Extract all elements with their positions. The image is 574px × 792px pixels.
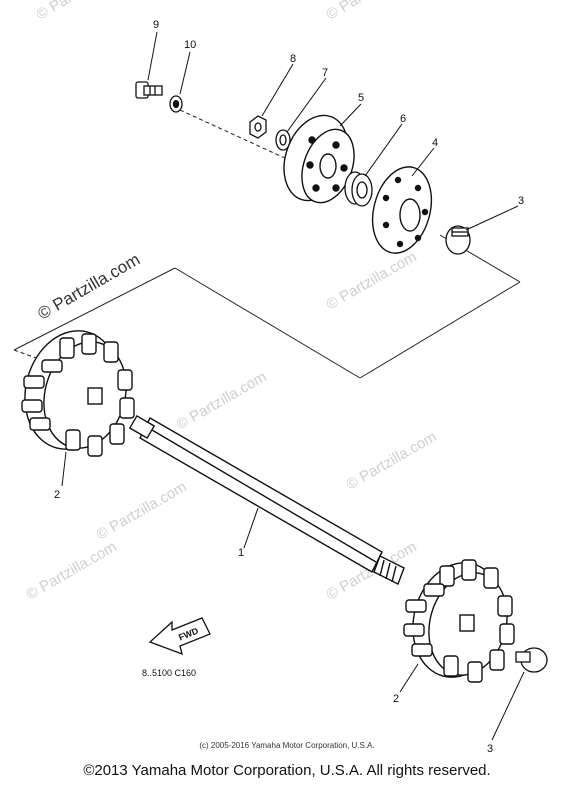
callout-6: 6 — [400, 113, 406, 125]
sprocket-part-2-right[interactable] — [400, 553, 518, 688]
watermark-text: © Partzilla.com — [94, 478, 190, 543]
callout-8: 8 — [290, 53, 296, 65]
nut-part-8[interactable] — [249, 115, 267, 139]
callout-3-top: 3 — [518, 195, 524, 207]
callout-3-bottom: 3 — [487, 743, 493, 755]
forward-arrow-icon: FWD — [148, 617, 211, 656]
assembly-lines — [13, 109, 521, 379]
callouts: 9 10 8 7 5 6 4 3 2 1 2 3 — [54, 19, 524, 755]
callout-4: 4 — [432, 137, 438, 149]
callout-2-right: 2 — [393, 693, 399, 705]
sprocket-part-2-left[interactable] — [12, 320, 138, 460]
flange-part-4[interactable] — [364, 160, 441, 259]
watermark-text: © Partzilla.com — [174, 368, 270, 433]
callout-7: 7 — [322, 67, 328, 79]
watermark-text: © Partzilla.com — [324, 248, 420, 313]
callout-5: 5 — [358, 92, 364, 104]
watermark-text: © Partzilla.com — [344, 428, 440, 493]
clip-part-3-top[interactable] — [445, 225, 471, 255]
washer-part-10[interactable] — [169, 95, 183, 113]
leader-lines — [61, 31, 525, 741]
bearing-part-6[interactable] — [344, 171, 373, 207]
watermark-text: © Partzilla.com — [24, 538, 120, 603]
small-copyright: (c) 2005-2016 Yamaha Motor Corporation, … — [199, 741, 375, 750]
bolt-part-9[interactable] — [135, 81, 163, 99]
shaft-part-1[interactable] — [128, 414, 405, 585]
hub-plate-part-5[interactable] — [273, 106, 364, 210]
callout-9: 9 — [153, 19, 159, 31]
washer-part-7[interactable] — [275, 129, 291, 151]
callout-10: 10 — [184, 39, 196, 51]
diagram-code: 8..5100 C160 — [142, 668, 196, 678]
watermark-text: © Partzilla.com — [34, 0, 130, 23]
clip-part-3-bottom[interactable] — [515, 647, 548, 673]
callout-1: 1 — [238, 547, 244, 559]
watermark-text: © Partzilla.com — [324, 0, 420, 23]
footer-copyright: ©2013 Yamaha Motor Corporation, U.S.A. A… — [83, 762, 491, 779]
callout-2-left: 2 — [54, 489, 60, 501]
